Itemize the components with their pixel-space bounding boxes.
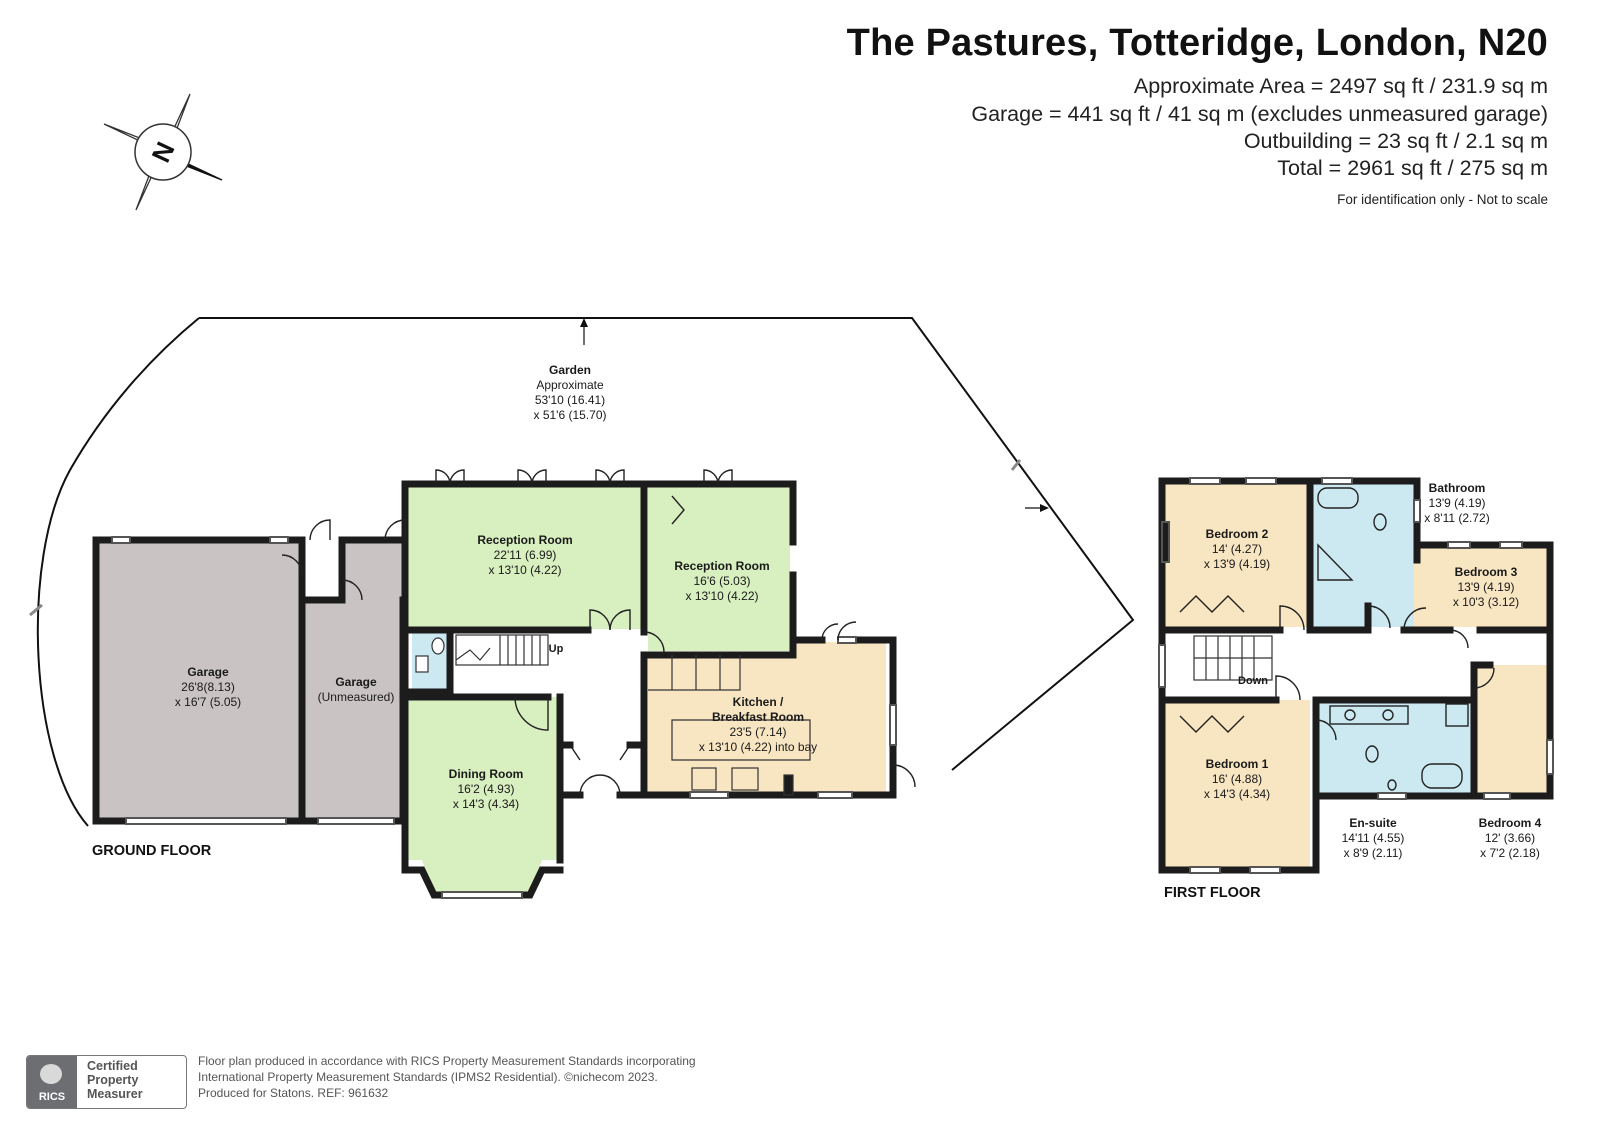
room-dims: x 7'2 (2.18) <box>1480 846 1540 860</box>
room-dims: x 13'9 (4.19) <box>1204 557 1270 571</box>
stair-up-label: Up <box>549 643 564 655</box>
room-name: Bedroom 1 <box>1206 757 1269 771</box>
room-dims: 26'8(8.13) <box>181 680 235 694</box>
room-dims: x 13'10 (4.22) into bay <box>699 740 817 754</box>
room-dims: 16' (4.88) <box>1212 772 1262 786</box>
room-name: Garage <box>335 675 377 689</box>
kitchen-units <box>648 655 811 796</box>
ground-floor-doors <box>281 469 916 796</box>
room-dims: 14' (4.27) <box>1212 542 1262 556</box>
rics-logo-icon: RICS <box>27 1056 77 1108</box>
ground-stairs <box>455 634 549 666</box>
badge-line: Measurer <box>87 1087 143 1101</box>
garage-area-text: Garage = 441 sq ft / 41 sq m (excludes u… <box>971 102 1548 126</box>
garden-boundary <box>36 317 1135 827</box>
stair-down-label: Down <box>1238 675 1268 687</box>
garden-arrow-head <box>580 318 588 327</box>
room-dims: x 8'9 (2.11) <box>1344 846 1403 860</box>
room-dims: Breakfast Room <box>712 710 804 724</box>
kitchen-bay-fill <box>790 642 886 793</box>
bedroom-4-fill <box>1474 665 1547 793</box>
room-dims: x 14'3 (4.34) <box>453 797 519 811</box>
bathroom-fill <box>1310 484 1414 627</box>
dining-room-fill <box>408 697 560 860</box>
garage-fill <box>96 540 302 821</box>
boundary-tick <box>29 603 43 617</box>
room-name: Bedroom 2 <box>1206 527 1269 541</box>
garden-line: Approximate <box>536 378 604 392</box>
garden-line: 53'10 (16.41) <box>535 393 605 407</box>
first-floor-windows <box>1158 477 1554 874</box>
disclaimer-text: For identification only - Not to scale <box>1337 192 1548 207</box>
room-name: Reception Room <box>477 533 572 547</box>
footer-notes: Floor plan produced in accordance with R… <box>198 1053 696 1101</box>
room-name: Dining Room <box>449 767 524 781</box>
boundary-tick <box>1010 459 1022 471</box>
garden-name: Garden <box>549 363 591 377</box>
footer-line: Produced for Statons. REF: 961632 <box>198 1086 389 1100</box>
first-floor-label: FIRST FLOOR <box>1164 885 1261 901</box>
badge-line: Certified <box>87 1059 138 1073</box>
room-name: Garage <box>187 665 229 679</box>
room-name: Bathroom <box>1429 481 1486 495</box>
first-floor-labels: Bedroom 2 14' (4.27) x 13'9 (4.19) Bathr… <box>1204 481 1542 860</box>
room-name: Kitchen / <box>733 695 784 709</box>
garden-line: x 51'6 (15.70) <box>533 408 606 422</box>
room-name: En-suite <box>1349 816 1397 830</box>
rics-logo-text: RICS <box>38 1091 66 1103</box>
room-dims: 16'6 (5.03) <box>694 574 751 588</box>
kitchen-fill <box>648 655 790 793</box>
room-dims: 12' (3.66) <box>1485 831 1535 845</box>
room-dims: x 13'10 (4.22) <box>488 563 561 577</box>
room-dims: x 14'3 (4.34) <box>1204 787 1270 801</box>
bedroom-3-fill <box>1414 545 1547 627</box>
room-name: Bedroom 4 <box>1479 816 1542 830</box>
room-dims: (Unmeasured) <box>318 690 395 704</box>
outbuilding-fill <box>342 540 403 600</box>
room-dims: 22'11 (6.99) <box>494 548 557 562</box>
dining-bay-fill <box>422 860 542 895</box>
page-title: The Pastures, Totteridge, London, N20 <box>846 22 1548 64</box>
reception-room-2-fill <box>648 484 790 651</box>
outbuilding-area-text: Outbuilding = 23 sq ft / 2.1 sq m <box>1243 129 1548 153</box>
room-dims: 16'2 (4.93) <box>458 782 515 796</box>
first-floor-stairs <box>1193 635 1273 681</box>
room-name: Bedroom 3 <box>1455 565 1518 579</box>
en-suite-fill <box>1316 700 1474 793</box>
bedroom-1-fill <box>1165 700 1310 870</box>
room-dims: 13'9 (4.19) <box>1429 496 1486 510</box>
room-name: Reception Room <box>674 559 769 573</box>
garage-unmeasured-fill <box>305 600 403 821</box>
garden-arrow-right-head <box>1040 504 1049 512</box>
room-dims: 14'11 (4.55) <box>1342 831 1405 845</box>
room-dims: 13'9 (4.19) <box>1458 580 1515 594</box>
room-dims: x 13'10 (4.22) <box>685 589 758 603</box>
footer-line: Floor plan produced in accordance with R… <box>198 1054 696 1068</box>
room-dims: x 10'3 (3.12) <box>1453 595 1519 609</box>
badge-line: Property <box>87 1073 139 1087</box>
compass-rose-icon: N <box>103 93 223 211</box>
approximate-area-text: Approximate Area = 2497 sq ft / 231.9 sq… <box>1133 74 1548 98</box>
room-dims: 23'5 (7.14) <box>730 725 787 739</box>
reception-room-1-fill <box>408 484 644 629</box>
room-dims: x 8'11 (2.72) <box>1424 511 1489 525</box>
wc-fittings <box>415 637 445 673</box>
ground-floor-labels: Garden Approximate 53'10 (16.41) x 51'6 … <box>175 363 817 811</box>
total-area-text: Total = 2961 sq ft / 275 sq m <box>1277 156 1548 180</box>
rics-certified-badge: RICS Certified Property Measurer <box>26 1055 187 1109</box>
first-floor-doors-fittings <box>1179 487 1495 791</box>
ground-floor-label: GROUND FLOOR <box>92 843 212 859</box>
room-dims: x 16'7 (5.05) <box>175 695 241 709</box>
footer-line: International Property Measurement Stand… <box>198 1070 658 1084</box>
